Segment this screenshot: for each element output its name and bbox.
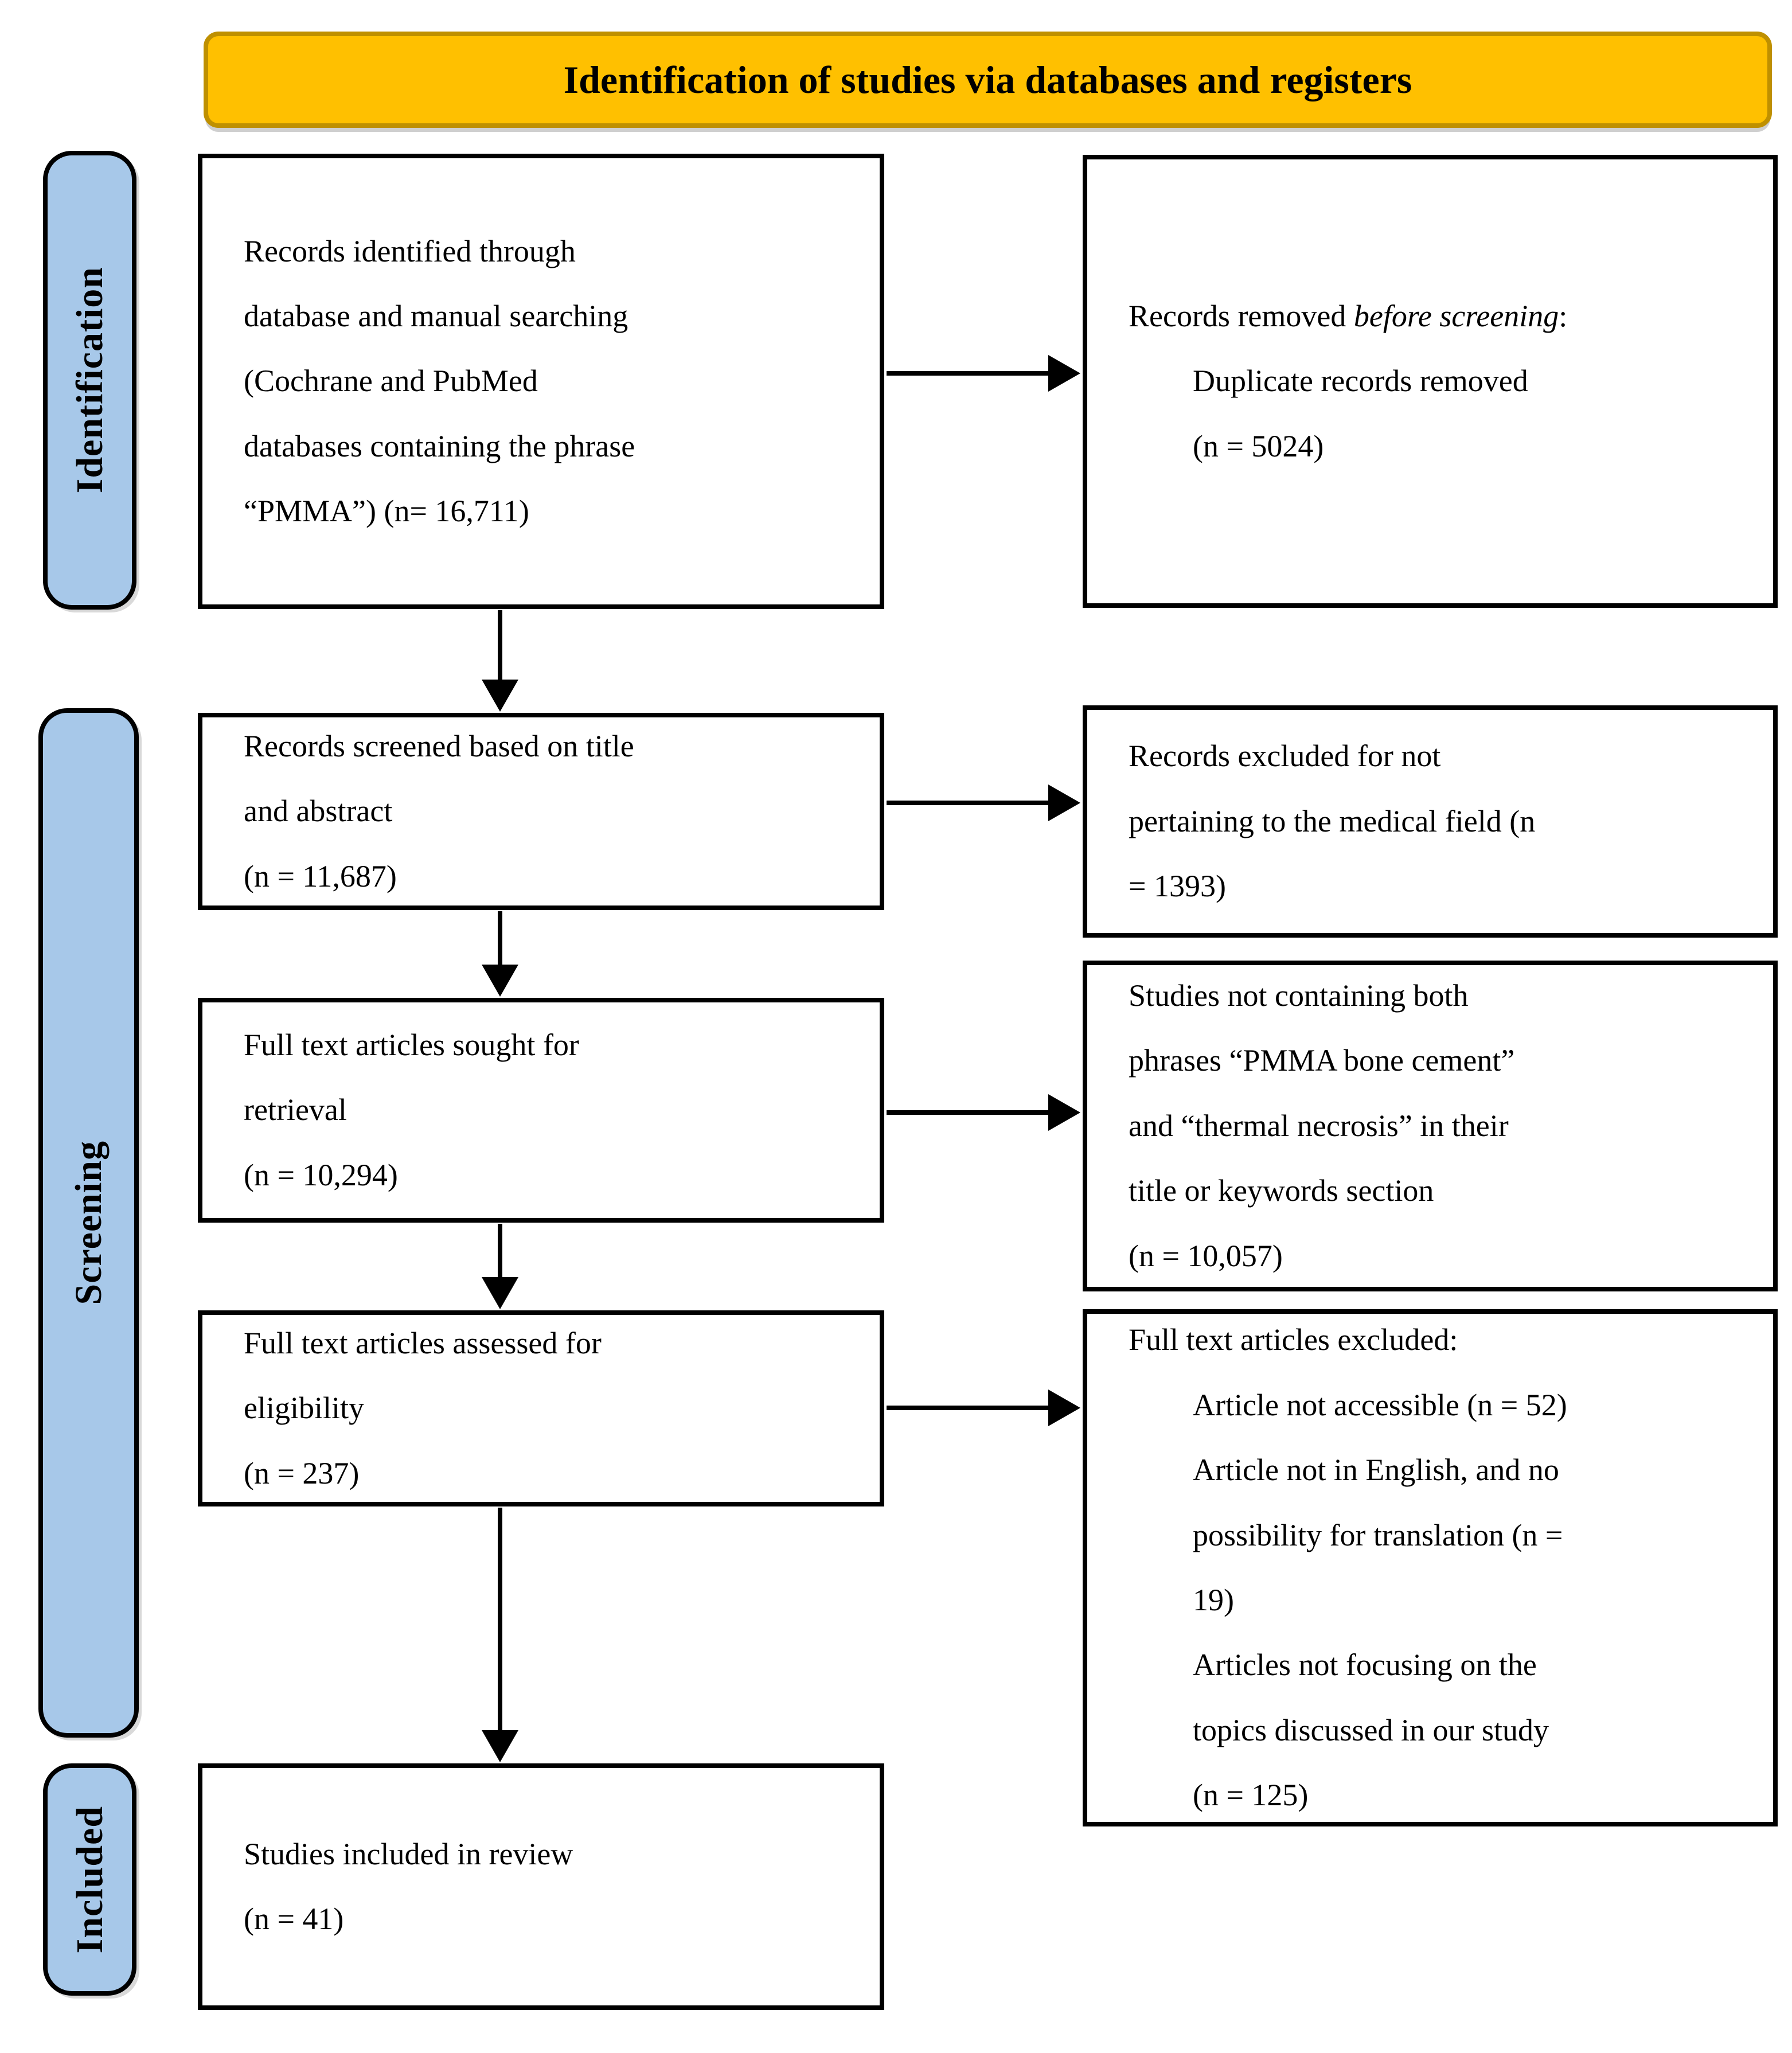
box-fulltext-assessed-text: Full text articles assessed for eligibili… xyxy=(202,1305,880,1512)
box-studies-included-text: Studies included in review (n = 41) xyxy=(202,1816,880,1958)
records-removed-intro-post: : xyxy=(1559,298,1568,333)
text-line: (n = 5024) xyxy=(1193,428,1324,463)
records-removed-intro-italic: before screening xyxy=(1353,298,1559,333)
arrow-stem xyxy=(498,610,502,684)
box-studies-not-containing-text: Studies not containing both phrases “PMMA… xyxy=(1087,958,1773,1294)
text-line: Articles not focusing on the xyxy=(1193,1648,1537,1683)
text-line: (n = 41) xyxy=(244,1902,344,1936)
stage-screening: Screening xyxy=(38,708,139,1738)
text-line: databases containing the phrase xyxy=(244,428,635,463)
text-line: (n = 237) xyxy=(244,1455,360,1490)
text-line: Full text articles assessed for xyxy=(244,1325,602,1360)
text-line: (n = 125) xyxy=(1193,1778,1309,1813)
text-line: phrases “PMMA bone cement” xyxy=(1129,1043,1515,1078)
text-line: = 1393) xyxy=(1129,869,1226,904)
records-removed-intro-pre: Records removed xyxy=(1129,298,1354,333)
arrow-head-right-icon xyxy=(1048,784,1080,821)
stage-identification: Identification xyxy=(43,151,136,610)
text-line: retrieval xyxy=(244,1092,347,1127)
box-records-identified: Records identified through database and m… xyxy=(198,154,884,609)
text-line: Full text articles sought for xyxy=(244,1027,579,1062)
title-banner: Identification of studies via databases … xyxy=(204,32,1772,128)
text-line: “PMMA”) (n= 16,711) xyxy=(244,494,529,529)
title-banner-text: Identification of studies via databases … xyxy=(563,57,1412,102)
arrow-stem xyxy=(887,371,1053,376)
stage-screening-label: Screening xyxy=(67,1141,110,1305)
box-records-screened: Records screened based on title and abstr… xyxy=(198,713,884,910)
box-fulltext-excluded: Full text articles excluded: Article not… xyxy=(1083,1309,1778,1826)
box-records-removed: Records removed before screening: Duplic… xyxy=(1083,155,1778,608)
box-fulltext-assessed: Full text articles assessed for eligibili… xyxy=(198,1310,884,1506)
text-line: Studies not containing both xyxy=(1129,978,1469,1013)
arrow-stem xyxy=(887,1110,1053,1115)
box-studies-not-containing: Studies not containing both phrases “PMMA… xyxy=(1083,961,1778,1291)
text-line: (n = 11,687) xyxy=(244,858,397,893)
text-line: eligibility xyxy=(244,1391,364,1426)
arrow-stem xyxy=(887,1406,1053,1410)
arrow-sought-to-notcontaining xyxy=(887,1094,1080,1131)
box-records-excluded-text: Records excluded for not pertaining to th… xyxy=(1087,718,1773,924)
box-records-identified-text: Records identified through database and m… xyxy=(202,213,880,550)
records-removed-details: Duplicate records removed (n = 5024) xyxy=(1129,349,1750,479)
arrow-stem xyxy=(498,1224,502,1282)
text-line: Records excluded for not xyxy=(1129,739,1441,774)
arrow-identified-to-screened xyxy=(482,610,518,712)
box-records-screened-text: Records screened based on title and abstr… xyxy=(202,708,880,915)
text-line: possibility for translation (n = xyxy=(1193,1517,1563,1552)
stage-included: Included xyxy=(43,1763,136,1996)
arrow-head-right-icon xyxy=(1048,1390,1080,1426)
text-line: Records identified through xyxy=(244,233,576,268)
box-fulltext-excluded-text: Full text articles excluded: Article not… xyxy=(1087,1302,1773,1833)
box-fulltext-sought-text: Full text articles sought for retrieval (n… xyxy=(202,1007,880,1213)
arrow-head-down-icon xyxy=(482,965,518,997)
arrow-screened-to-excluded xyxy=(887,784,1080,821)
text-line: database and manual searching xyxy=(244,298,628,333)
arrow-head-down-icon xyxy=(482,1277,518,1309)
fulltext-excluded-details: Article not accessible (n = 52) Article n… xyxy=(1129,1373,1750,1828)
arrow-screened-to-sought xyxy=(482,911,518,997)
arrow-stem xyxy=(498,911,502,969)
arrow-head-right-icon xyxy=(1048,1094,1080,1131)
text-line: and abstract xyxy=(244,794,393,829)
box-records-removed-text: Records removed before screening: Duplic… xyxy=(1087,278,1773,485)
text-line: pertaining to the medical field (n xyxy=(1129,803,1536,838)
box-records-excluded: Records excluded for not pertaining to th… xyxy=(1083,705,1778,938)
records-removed-intro: Records removed before screening: xyxy=(1129,284,1750,349)
text-line: (n = 10,057) xyxy=(1129,1238,1283,1273)
arrow-head-down-icon xyxy=(482,680,518,712)
arrow-assessed-to-included xyxy=(482,1508,518,1762)
text-line: and “thermal necrosis” in their xyxy=(1129,1108,1509,1143)
arrow-assessed-to-ftexcluded xyxy=(887,1390,1080,1426)
arrow-stem xyxy=(887,801,1053,805)
text-line: Article not in English, and no xyxy=(1193,1453,1559,1488)
arrow-head-right-icon xyxy=(1048,355,1080,392)
text-line: Studies included in review xyxy=(244,1836,573,1871)
text-line: title or keywords section xyxy=(1129,1173,1434,1208)
text-line: Duplicate records removed xyxy=(1193,364,1528,399)
arrow-stem xyxy=(498,1508,502,1735)
text-line: Records screened based on title xyxy=(244,728,634,763)
stage-identification-label: Identification xyxy=(68,267,111,494)
stage-included-label: Included xyxy=(68,1805,111,1954)
arrow-identified-to-removed xyxy=(887,355,1080,392)
text-line: (n = 10,294) xyxy=(244,1157,398,1192)
box-fulltext-sought: Full text articles sought for retrieval (n… xyxy=(198,998,884,1223)
text-line: 19) xyxy=(1193,1583,1234,1617)
fulltext-excluded-title: Full text articles excluded: xyxy=(1129,1322,1458,1357)
text-line: (Cochrane and PubMed xyxy=(244,364,538,399)
text-line: Article not accessible (n = 52) xyxy=(1193,1387,1567,1422)
text-line: topics discussed in our study xyxy=(1193,1712,1549,1747)
arrow-sought-to-assessed xyxy=(482,1224,518,1309)
box-studies-included: Studies included in review (n = 41) xyxy=(198,1763,884,2010)
arrow-head-down-icon xyxy=(482,1730,518,1762)
